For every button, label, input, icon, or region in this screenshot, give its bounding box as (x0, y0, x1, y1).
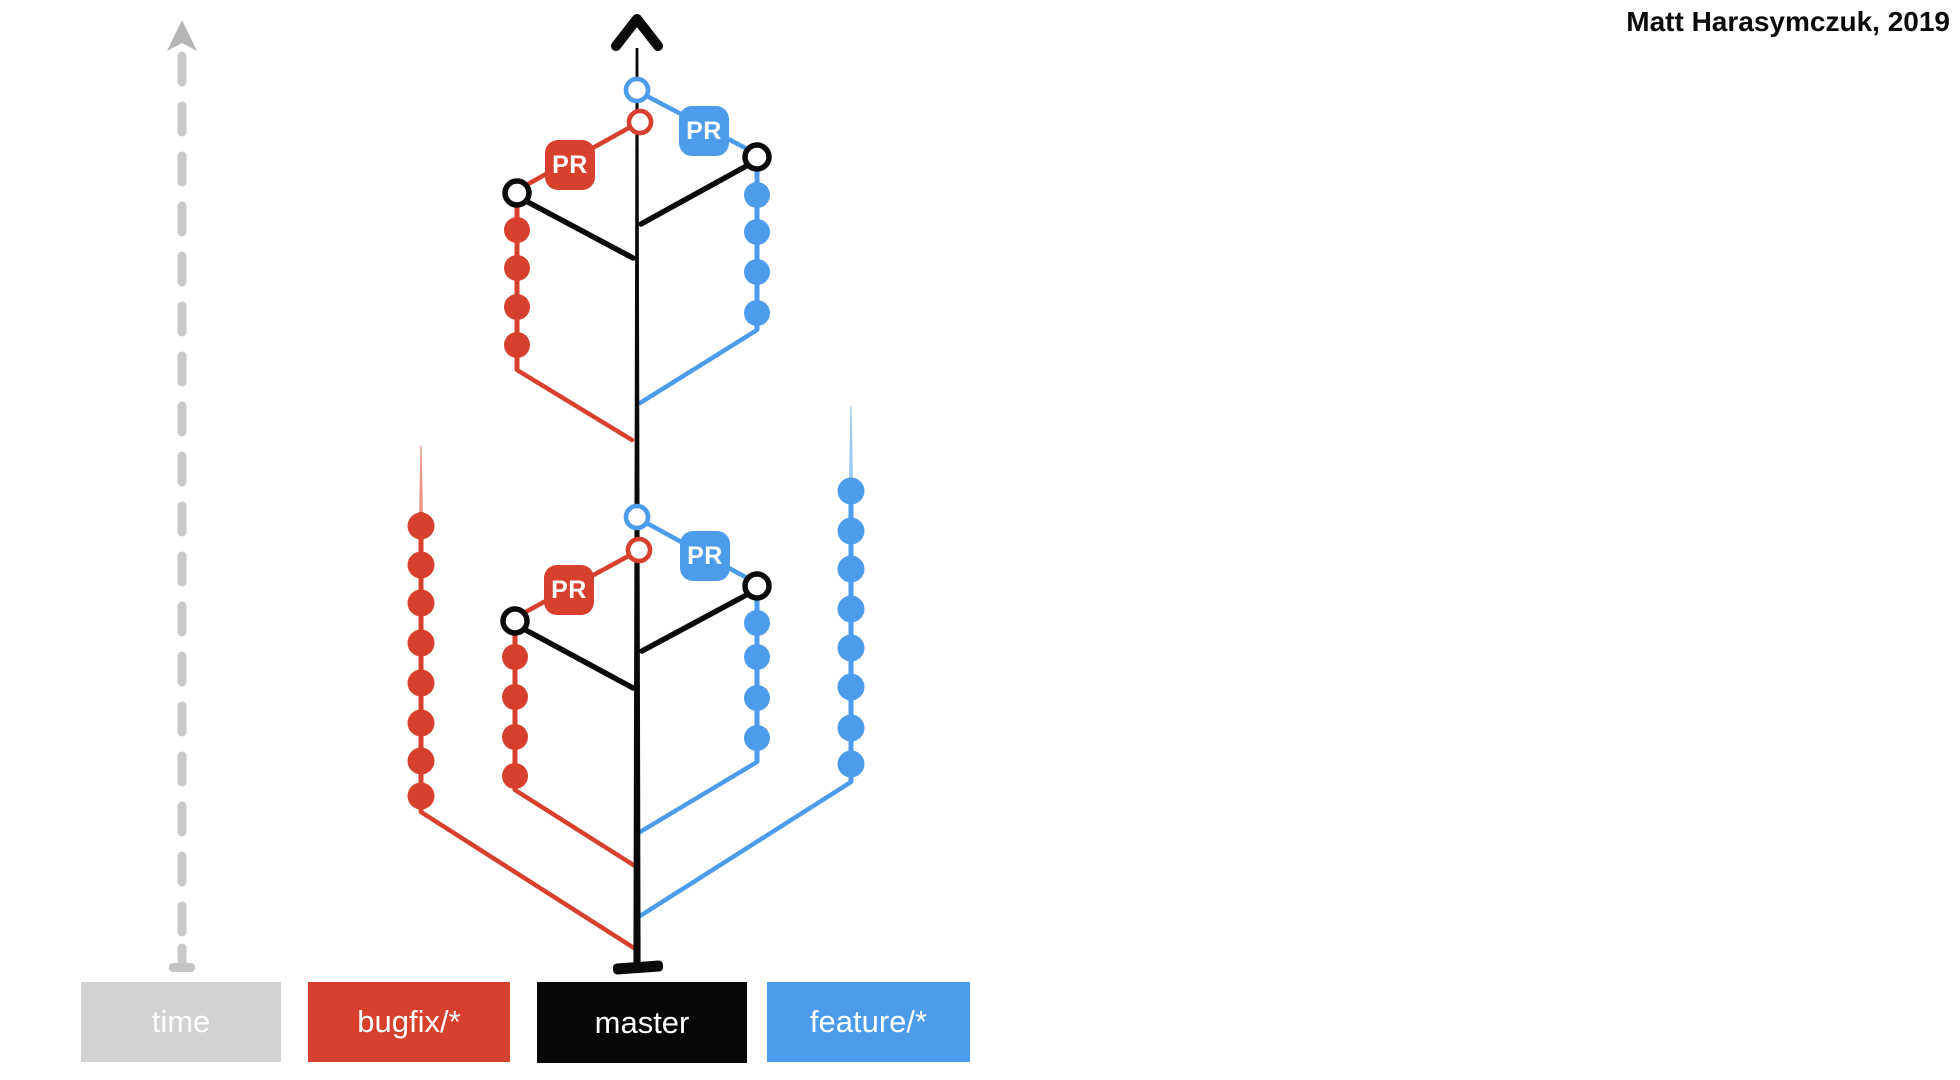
time-axis-arrowhead-icon (167, 20, 197, 51)
commit-dot (837, 673, 865, 701)
commit-dot (837, 714, 865, 742)
master-base-tick (612, 960, 664, 975)
sync-commit-circle (742, 571, 772, 601)
commit-dot (504, 255, 530, 281)
merge-circles-overlay (623, 76, 654, 564)
commit-dots (502, 644, 528, 789)
branch-fading-tip (849, 406, 853, 482)
commit-dot (837, 750, 865, 778)
commit-dots (744, 182, 770, 326)
commit-dot (744, 685, 770, 711)
pr-badge-bugfix-lower: PR (544, 565, 594, 615)
branch-fork-diagonal (637, 327, 760, 406)
branch-fading-tip (419, 446, 423, 516)
sync-from-master-line (639, 590, 753, 654)
merge-commit-circle (625, 536, 653, 564)
branch-fork-diagonal (637, 759, 760, 835)
commit-dot (837, 595, 865, 623)
legend-bugfix-label: bugfix/* (308, 982, 510, 1062)
legend-master-label: master (537, 982, 747, 1063)
merge-commit-circle (623, 503, 651, 531)
master-arrowhead-icon (611, 14, 663, 51)
commit-dot (744, 182, 770, 208)
branch-fork-diagonal (512, 787, 638, 869)
time-axis (167, 20, 197, 972)
commit-dots (407, 512, 435, 810)
commit-dot (407, 512, 435, 540)
commit-dot (407, 709, 435, 737)
legend-feature-label: feature/* (767, 982, 970, 1062)
commit-dot (502, 684, 528, 710)
commit-dot (407, 782, 435, 810)
commit-dot (744, 725, 770, 751)
commit-dot (744, 644, 770, 670)
sync-from-master-line (521, 197, 636, 261)
commit-dot (837, 517, 865, 545)
commit-dot (744, 219, 770, 245)
commit-dot (407, 747, 435, 775)
commit-dot (502, 644, 528, 670)
commit-dot (837, 634, 865, 662)
commit-dot (502, 763, 528, 789)
sync-from-master-line (638, 161, 753, 227)
branch-fork-diagonal (637, 779, 854, 919)
commit-dot (744, 300, 770, 326)
commit-dot (407, 589, 435, 617)
commit-dot (837, 555, 865, 583)
attribution-text: Matt Harasymczuk, 2019 (1626, 6, 1950, 37)
pr-badge-feature-lower: PR (680, 531, 730, 581)
commit-dot (407, 551, 435, 579)
sync-commit-circle (742, 142, 772, 172)
sync-commit-circle (502, 178, 532, 208)
commit-dots (504, 217, 530, 358)
feature-long-running-branch (637, 406, 865, 919)
legend-time-label: time (81, 982, 281, 1062)
branch-fork-diagonal (514, 367, 635, 443)
pr-badge-bugfix-upper: PR (545, 140, 595, 190)
merge-commit-circle (626, 108, 654, 136)
commit-dots (744, 610, 770, 751)
commit-dot (744, 610, 770, 636)
commit-dot (504, 294, 530, 320)
sync-commit-circle (500, 606, 530, 636)
commit-dot (504, 217, 530, 243)
commit-dot (837, 477, 865, 505)
commit-dots (837, 477, 865, 778)
commit-dot (744, 259, 770, 285)
commit-dot (504, 332, 530, 358)
bugfix-long-running-branch (407, 446, 637, 951)
branch-fork-diagonal (418, 809, 637, 951)
commit-dot (502, 724, 528, 750)
time-axis-base-tick (169, 963, 195, 972)
sync-from-master-line (519, 625, 636, 691)
pr-badge-feature-upper: PR (679, 106, 729, 156)
master-branch (611, 14, 664, 975)
bugfix-upper-branch (502, 108, 654, 443)
commit-dot (407, 669, 435, 697)
merge-commit-circle (623, 76, 651, 104)
commit-dot (407, 629, 435, 657)
